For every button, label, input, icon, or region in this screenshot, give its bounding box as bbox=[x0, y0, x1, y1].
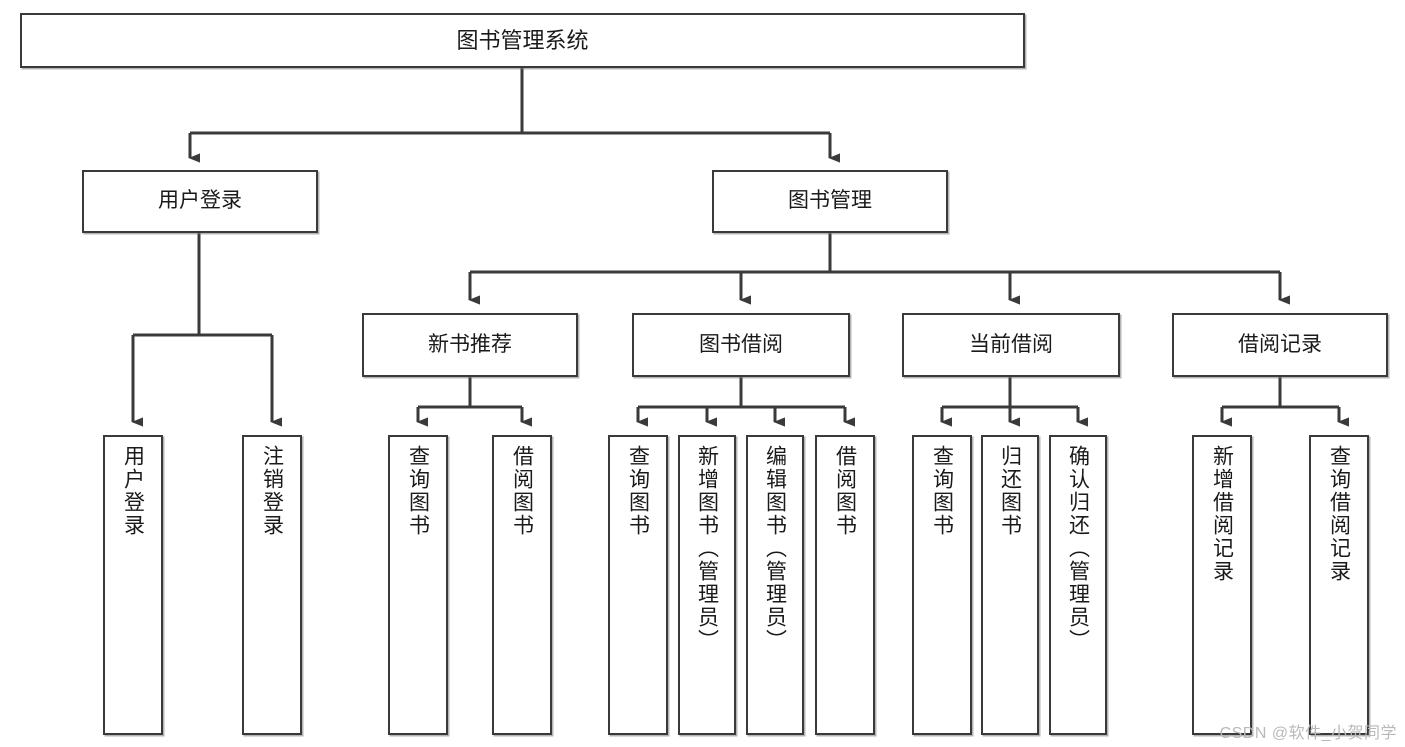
node-label: 借阅图书 bbox=[833, 445, 857, 537]
node-user-login[interactable]: 用户登录 bbox=[82, 170, 318, 233]
node-label: 图书管理系统 bbox=[456, 27, 589, 53]
node-label: 查询图书 bbox=[626, 445, 650, 537]
node-borrow-records[interactable]: 借阅记录 bbox=[1172, 313, 1388, 377]
leaf-query-book-borrow[interactable]: 查询图书 bbox=[608, 435, 668, 735]
node-label: 图书管理 bbox=[788, 189, 872, 213]
node-label: 当前借阅 bbox=[969, 332, 1053, 356]
leaf-query-book-recommend[interactable]: 查询图书 bbox=[388, 435, 448, 735]
node-root-book-management-system[interactable]: 图书管理系统 bbox=[20, 13, 1025, 68]
node-label: 图书借阅 bbox=[699, 332, 783, 356]
leaf-confirm-return-admin[interactable]: 确认归还（管理员） bbox=[1049, 435, 1107, 735]
leaf-user-logout[interactable]: 注销登录 bbox=[242, 435, 302, 735]
node-label: 新增图书（管理员） bbox=[695, 445, 719, 652]
node-new-book-recommend[interactable]: 新书推荐 bbox=[362, 313, 578, 377]
leaf-query-borrow-record[interactable]: 查询借阅记录 bbox=[1309, 435, 1369, 735]
node-label: 用户登录 bbox=[121, 445, 145, 537]
node-label: 新书推荐 bbox=[428, 332, 512, 356]
node-label: 归还图书 bbox=[998, 445, 1022, 537]
node-label: 新增借阅记录 bbox=[1210, 445, 1234, 583]
node-book-management[interactable]: 图书管理 bbox=[712, 170, 948, 233]
node-label: 查询图书 bbox=[406, 445, 430, 537]
leaf-borrow-book-recommend[interactable]: 借阅图书 bbox=[492, 435, 552, 735]
watermark: CSDN @软件_小贺同学 bbox=[1219, 725, 1397, 742]
node-label: 确认归还（管理员） bbox=[1066, 445, 1090, 652]
node-label: 注销登录 bbox=[260, 445, 284, 537]
leaf-add-borrow-record[interactable]: 新增借阅记录 bbox=[1192, 435, 1252, 735]
leaf-borrow-book[interactable]: 借阅图书 bbox=[815, 435, 875, 735]
leaf-return-book[interactable]: 归还图书 bbox=[981, 435, 1039, 735]
leaf-query-book-current[interactable]: 查询图书 bbox=[912, 435, 972, 735]
node-label: 查询借阅记录 bbox=[1327, 445, 1351, 583]
node-book-borrow[interactable]: 图书借阅 bbox=[632, 313, 850, 377]
node-label: 借阅记录 bbox=[1238, 332, 1322, 356]
node-current-borrow[interactable]: 当前借阅 bbox=[902, 313, 1120, 377]
node-label: 编辑图书（管理员） bbox=[763, 445, 787, 652]
node-label: 借阅图书 bbox=[510, 445, 534, 537]
node-label: 用户登录 bbox=[158, 189, 242, 213]
leaf-add-book-admin[interactable]: 新增图书（管理员） bbox=[678, 435, 736, 735]
leaf-edit-book-admin[interactable]: 编辑图书（管理员） bbox=[746, 435, 804, 735]
node-label: 查询图书 bbox=[930, 445, 954, 537]
leaf-user-login[interactable]: 用户登录 bbox=[103, 435, 163, 735]
